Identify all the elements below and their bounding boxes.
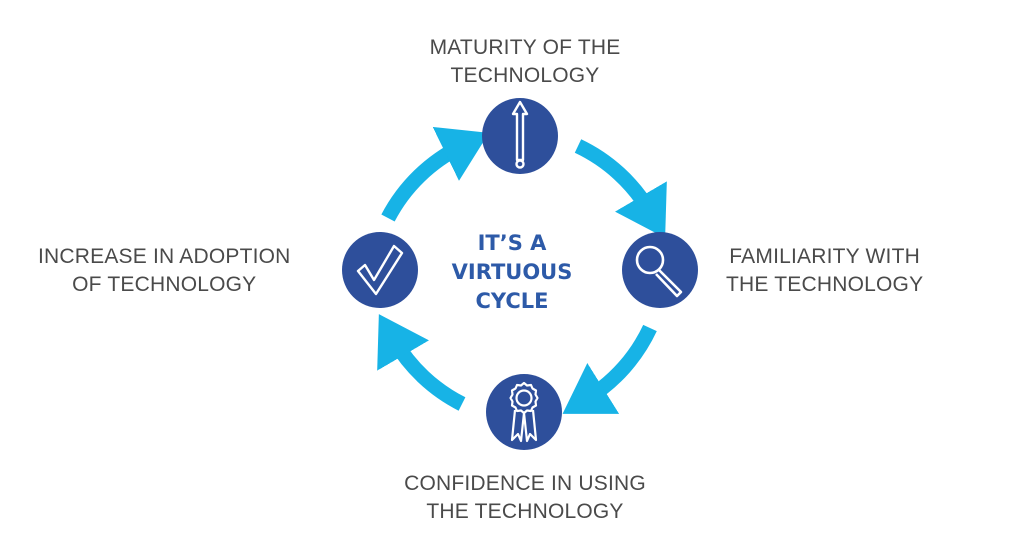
award-ribbon-icon [509, 381, 539, 443]
label-maturity: MATURITY OF THE TECHNOLOGY [430, 34, 621, 90]
node-right [622, 232, 698, 308]
center-title-line-1: IT’S A [477, 231, 547, 255]
checkmark-icon [356, 244, 404, 296]
label-confidence: CONFIDENCE IN USING THE TECHNOLOGY [404, 470, 646, 526]
arrow-left-to-top [381, 126, 489, 222]
pin-icon [511, 100, 529, 169]
label-confidence-line-2: THE TECHNOLOGY [426, 500, 624, 523]
center-title-line-2: VIRTUOUS [451, 260, 573, 284]
label-maturity-line-2: TECHNOLOGY [450, 64, 600, 87]
label-adoption-line-1: INCREASE IN ADOPTION [38, 245, 291, 268]
label-adoption-line-2: OF TECHNOLOGY [72, 273, 257, 296]
label-confidence-line-1: CONFIDENCE IN USING [404, 472, 646, 495]
center-title-line-3: CYCLE [475, 289, 549, 313]
magnifier-icon [635, 245, 683, 298]
node-top [482, 98, 558, 174]
label-familiarity: FAMILIARITY WITH THE TECHNOLOGY [726, 243, 923, 299]
arrow-right-to-bottom [562, 324, 657, 414]
arrow-top-to-right [574, 139, 667, 238]
label-adoption: INCREASE IN ADOPTION OF TECHNOLOGY [38, 243, 291, 299]
node-bottom [486, 374, 562, 450]
node-left [342, 232, 418, 308]
label-maturity-line-1: MATURITY OF THE [429, 36, 621, 59]
label-familiarity-line-2: THE TECHNOLOGY [726, 273, 924, 296]
cycle-center-title: IT’S A VIRTUOUS CYCLE [452, 229, 573, 316]
arrow-bottom-to-left [377, 314, 466, 411]
label-familiarity-line-1: FAMILIARITY WITH [729, 245, 920, 268]
